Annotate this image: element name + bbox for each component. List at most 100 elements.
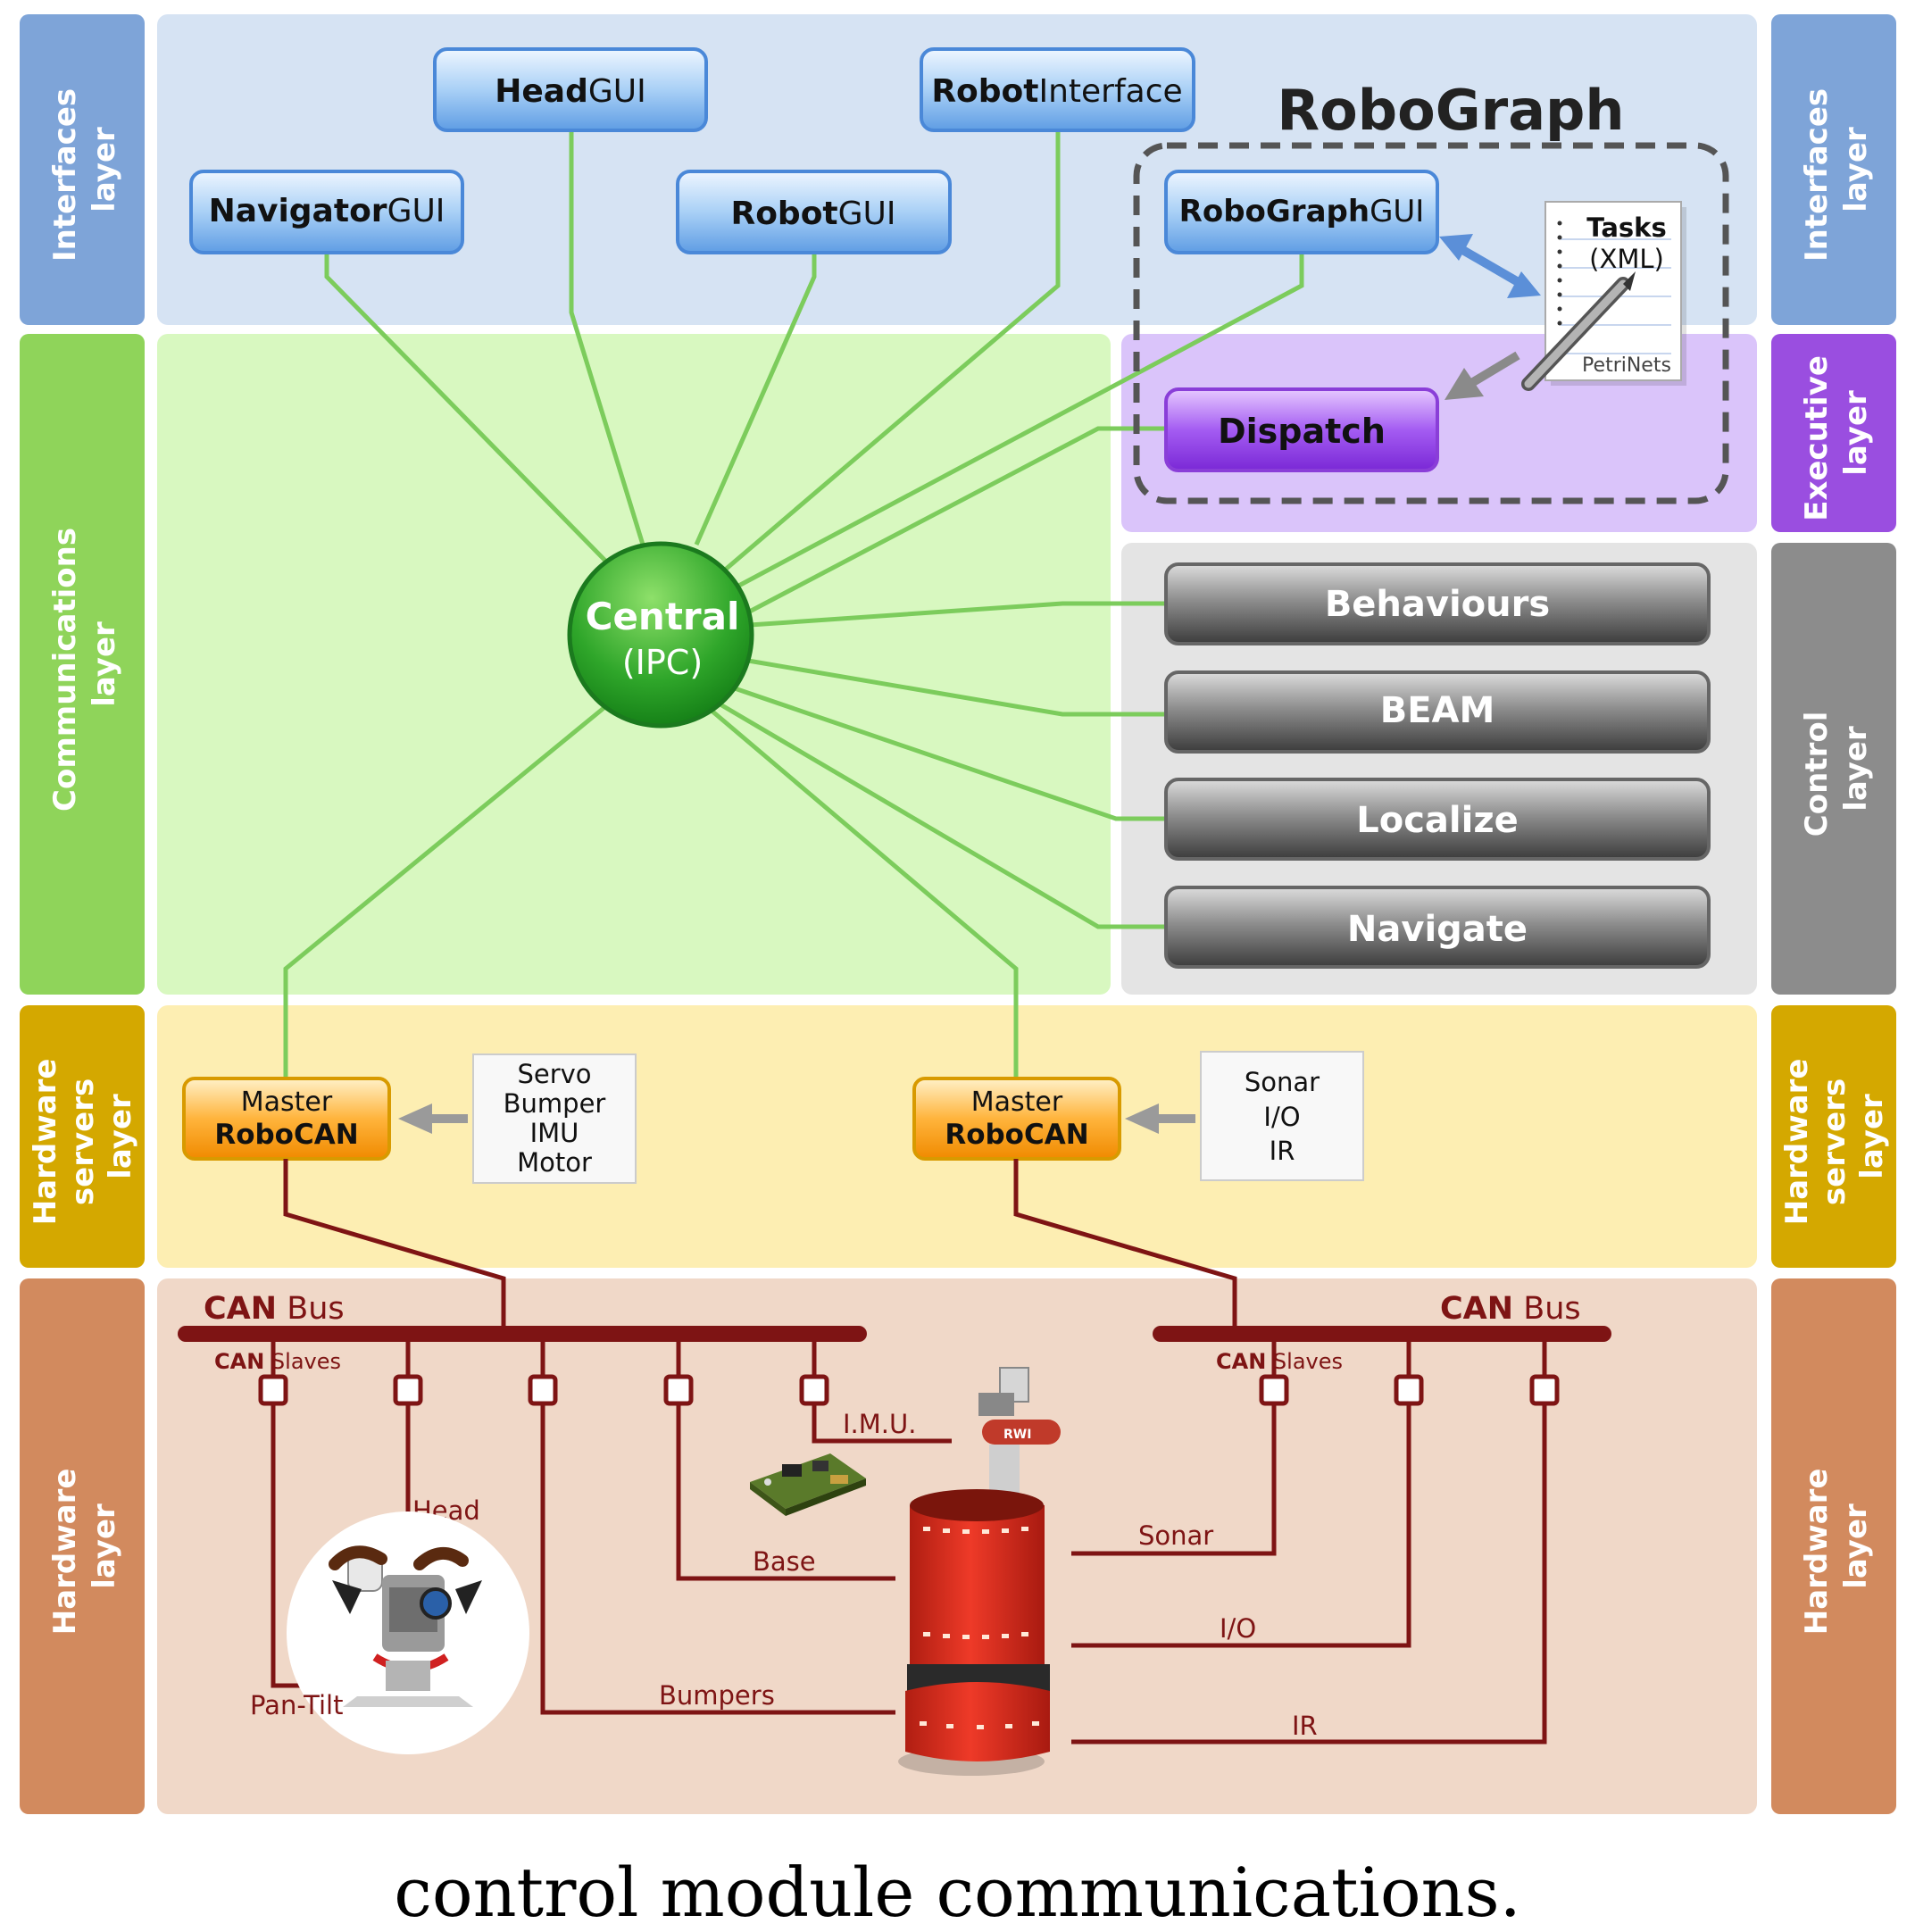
device-motor: Motor	[517, 1147, 592, 1178]
ipc-links	[283, 130, 1304, 1078]
control-module-beam[interactable]: BEAM	[1164, 670, 1711, 754]
link-robotgui	[694, 254, 817, 546]
can-bus-right-label: CAN Bus	[1440, 1291, 1581, 1327]
ir-label: IR	[1292, 1711, 1318, 1741]
devices-box-left: Servo Bumper IMU Motor	[472, 1053, 637, 1184]
left-hardware-label: Hardware layer	[47, 1458, 122, 1636]
dispatch-label: Dispatch	[1218, 412, 1386, 451]
robograph-title: RoboGraph	[1277, 78, 1624, 143]
robot-logo: RWI	[1003, 1428, 1031, 1442]
left-hardware-bar	[20, 1278, 145, 1814]
pan-tilt-label: Pan-Tilt	[250, 1690, 343, 1720]
master-right-line1: Master	[971, 1087, 1063, 1118]
can-slave-nodes	[258, 1374, 1560, 1406]
master-right-line2: RoboCAN	[945, 1119, 1088, 1151]
link-navigate	[712, 698, 1166, 929]
localize-label: Localize	[1356, 800, 1519, 841]
robograph-group	[1133, 142, 1729, 504]
headgui-bold: Head	[495, 73, 588, 110]
navigatorgui-bold: Navigator	[209, 193, 387, 229]
imu-label: I.M.U.	[843, 1409, 916, 1439]
bidirectional-arrow-icon	[1439, 234, 1541, 298]
robotinterface-bold: Robot	[931, 73, 1038, 110]
robotinterface-box[interactable]: RobotInterface	[920, 47, 1195, 132]
beam-label: BEAM	[1380, 690, 1495, 731]
link-robotinterface	[721, 130, 1061, 573]
master-robocan-right[interactable]: Master RoboCAN	[912, 1077, 1121, 1161]
right-interfaces-bar	[1771, 14, 1896, 325]
io-label: I/O	[1220, 1613, 1256, 1644]
left-communications-label: Communications layer	[47, 517, 122, 812]
behaviours-label: Behaviours	[1325, 584, 1550, 625]
robographgui-bold: RoboGraph	[1179, 194, 1370, 229]
base-label: Base	[753, 1546, 816, 1577]
link-headgui	[569, 130, 645, 545]
robotinterface-rest: Interface	[1038, 73, 1182, 110]
bumpers-label: Bumpers	[659, 1680, 775, 1711]
svg-text:NavigatorGUI: NavigatorGUI	[209, 193, 445, 229]
tasks-footer: PetriNets	[1582, 354, 1671, 377]
right-hw-servers-bar	[1771, 1005, 1896, 1268]
robographgui-rest: GUI	[1370, 194, 1424, 229]
device-ir: IR	[1270, 1136, 1295, 1166]
left-interfaces-bar	[20, 14, 145, 325]
navigatorgui-box[interactable]: NavigatorGUI	[189, 170, 464, 254]
link-behaviours	[749, 601, 1166, 628]
device-sonar: Sonar	[1245, 1067, 1320, 1097]
device-servo: Servo	[517, 1059, 591, 1089]
svg-text:RobotInterface: RobotInterface	[931, 73, 1182, 110]
robotgui-box[interactable]: RobotGUI	[676, 170, 952, 254]
left-communications-bar	[20, 334, 145, 995]
headgui-box[interactable]: HeadGUI	[433, 47, 708, 132]
right-control-bar	[1771, 543, 1896, 995]
devices-box-right: Sonar I/O IR	[1200, 1051, 1364, 1181]
right-hardware-label: Hardware layer	[1799, 1458, 1874, 1636]
dispatch-box[interactable]: Dispatch	[1164, 387, 1439, 472]
headgui-rest: GUI	[588, 73, 646, 110]
can-wiring	[271, 1159, 1547, 1745]
control-module-navigate[interactable]: Navigate	[1164, 886, 1711, 969]
right-executive-label: Executive layer	[1799, 345, 1874, 521]
svg-text:HeadGUI: HeadGUI	[495, 73, 645, 110]
device-bumper: Bumper	[504, 1088, 606, 1119]
robographgui-box[interactable]: RoboGraphGUI	[1164, 170, 1439, 254]
tasks-subtitle: (XML)	[1589, 244, 1664, 274]
svg-text:RoboGraphGUI: RoboGraphGUI	[1179, 194, 1425, 229]
right-control-label: Control layer	[1799, 701, 1874, 837]
navigatorgui-rest: GUI	[387, 193, 445, 229]
device-io: I/O	[1263, 1102, 1300, 1132]
tasks-document[interactable]: Tasks (XML) PetriNets	[1521, 201, 1686, 391]
can-slaves-left-label: CAN Slaves	[214, 1349, 341, 1374]
control-module-localize[interactable]: Localize	[1164, 778, 1711, 861]
right-hardware-bar	[1771, 1278, 1896, 1814]
link-localize	[731, 685, 1166, 821]
link-dispatch	[739, 426, 1166, 619]
head-robot-image	[287, 1511, 529, 1754]
link-master-left	[283, 704, 609, 1078]
control-module-behaviours[interactable]: Behaviours	[1164, 562, 1711, 645]
link-navigatorgui	[324, 254, 609, 564]
master-left-line2: RoboCAN	[214, 1119, 358, 1151]
robotgui-rest: GUI	[838, 196, 896, 232]
device-imu: IMU	[530, 1118, 579, 1148]
right-interfaces-label: Interfaces layer	[1799, 78, 1874, 262]
navigate-label: Navigate	[1347, 909, 1528, 950]
left-hw-servers-bar	[20, 1005, 145, 1268]
master-robocan-left[interactable]: Master RoboCAN	[182, 1077, 391, 1161]
link-beam	[747, 658, 1166, 717]
can-slaves-right-label: CAN Slaves	[1216, 1349, 1343, 1374]
pencil-icon	[1521, 271, 1636, 391]
sonar-label: Sonar	[1138, 1520, 1213, 1551]
tasks-to-dispatch-arrow-icon	[1445, 351, 1520, 400]
device-arrows	[398, 1103, 1195, 1134]
right-executive-bar	[1771, 334, 1896, 532]
link-master-right	[704, 704, 1019, 1078]
central-ipc-node[interactable]: Central (IPC)	[567, 541, 754, 729]
central-subtitle: (IPC)	[622, 643, 703, 682]
left-hw-servers-label: Hardware servers layer	[28, 1048, 138, 1226]
robotgui-bold: Robot	[730, 196, 837, 232]
master-left-line1: Master	[241, 1087, 333, 1118]
link-robographgui	[730, 254, 1304, 592]
left-interfaces-label: Interfaces layer	[47, 78, 122, 262]
